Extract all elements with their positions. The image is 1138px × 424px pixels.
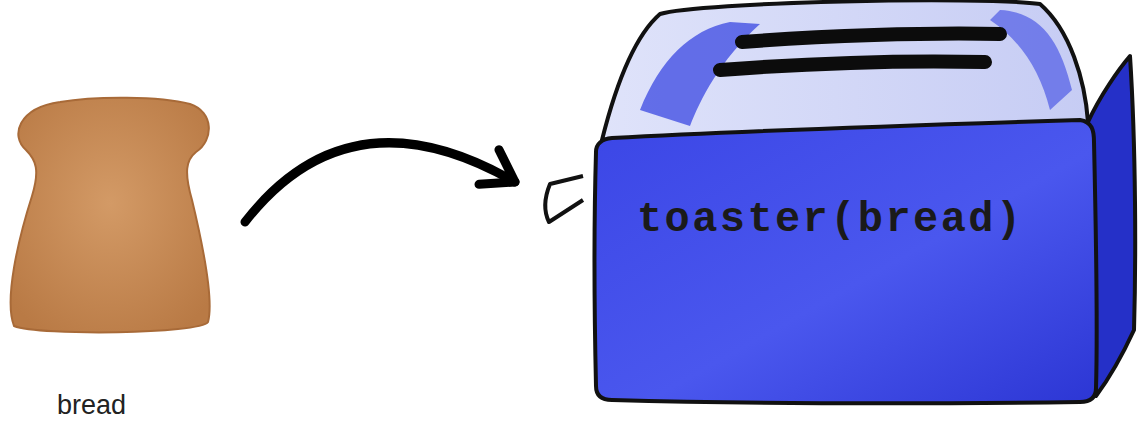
arrow-head	[479, 150, 515, 185]
toaster-knob	[545, 176, 583, 222]
bread-shape	[0, 90, 245, 424]
bread-slice	[11, 98, 210, 333]
toaster-slot	[720, 61, 985, 70]
toaster-top-shade	[990, 10, 1072, 110]
node-label: bread	[57, 390, 126, 421]
toaster-node: toaster(bread)	[515, 0, 1138, 418]
arrow-line	[245, 143, 515, 222]
curved-arrow	[245, 143, 515, 222]
toaster-top	[602, 0, 1088, 140]
function-call-text: toaster(bread)	[637, 196, 1023, 244]
toaster-front	[595, 120, 1097, 403]
bread-node: bread	[0, 90, 245, 424]
toaster-slot	[742, 33, 1000, 42]
